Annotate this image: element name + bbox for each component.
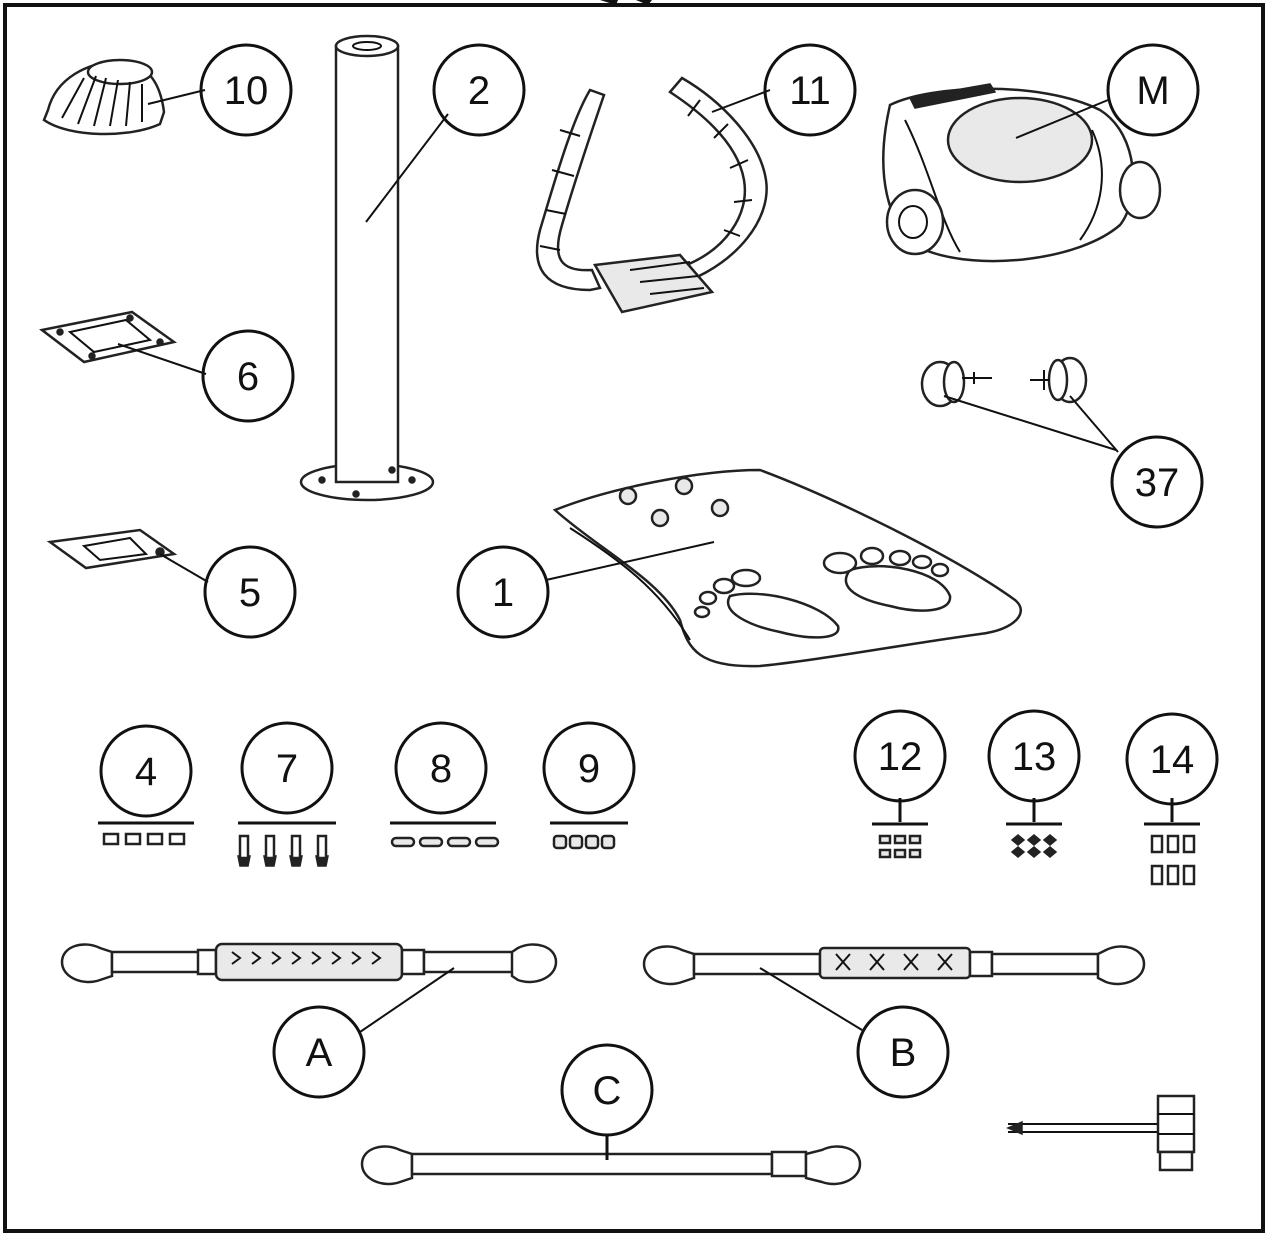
hardware-13	[1006, 798, 1062, 858]
part-c-cable	[360, 1145, 862, 1186]
leader-lines	[117, 89, 1119, 1160]
part-10-cap	[42, 58, 166, 136]
callout-37: 37	[1110, 435, 1204, 529]
part-6-plate	[39, 310, 178, 364]
callout-2-label: 2	[468, 69, 490, 113]
callout-10: 10	[199, 43, 293, 137]
callout-2: 2	[432, 43, 526, 137]
callout-c: C	[560, 1043, 654, 1137]
part-11-handlebar	[535, 76, 768, 314]
callout-9-label: 9	[578, 747, 600, 791]
part-37-knobs	[920, 356, 1088, 408]
callout-1: 1	[456, 545, 550, 639]
callout-37-label: 37	[1135, 461, 1180, 505]
callout-11: 11	[763, 43, 857, 137]
callout-11-label: 11	[789, 69, 831, 113]
callout-a-label: A	[306, 1031, 333, 1075]
callout-12-label: 12	[878, 735, 923, 779]
callout-4-label: 4	[135, 750, 157, 794]
callout-9: 9	[542, 721, 636, 815]
callout-m-label: M	[1136, 69, 1169, 113]
callout-b: B	[856, 1005, 950, 1099]
part-2-post	[299, 34, 435, 502]
callout-6-label: 6	[237, 355, 259, 399]
part-5-plate	[46, 528, 178, 570]
callout-7-label: 7	[276, 747, 298, 791]
hardware-7	[237, 821, 336, 867]
callout-13-label: 13	[1012, 735, 1057, 779]
hardware-12	[872, 798, 928, 859]
callout-13: 13	[987, 709, 1081, 803]
part-a-cable	[60, 942, 558, 984]
callout-10-label: 10	[224, 69, 269, 113]
callout-8-label: 8	[430, 747, 452, 791]
part-1-base	[552, 468, 1022, 668]
callout-4: 4	[99, 724, 193, 818]
callout-5-label: 5	[239, 571, 261, 615]
callout-c-label: C	[593, 1069, 622, 1113]
callout-b-label: B	[890, 1031, 917, 1075]
callout-5: 5	[203, 545, 297, 639]
callout-m: M	[1106, 43, 1200, 137]
header-remnant	[600, 0, 652, 5]
callout-8: 8	[394, 721, 488, 815]
callout-14: 14	[1125, 712, 1219, 806]
callout-1-label: 1	[492, 571, 514, 615]
hex-wrench-tool	[1006, 1094, 1196, 1172]
callout-14-label: 14	[1150, 738, 1195, 782]
part-m-monitor	[882, 83, 1162, 263]
callout-6: 6	[201, 329, 295, 423]
hardware-8	[390, 821, 500, 848]
callout-7: 7	[240, 721, 334, 815]
callout-a: A	[272, 1005, 366, 1099]
hardware-4	[98, 821, 194, 846]
callout-12: 12	[853, 709, 947, 803]
hardware-9	[550, 821, 628, 850]
hardware-14	[1144, 798, 1200, 886]
part-b-cable	[642, 945, 1146, 986]
diagram-frame	[3, 3, 1265, 1233]
